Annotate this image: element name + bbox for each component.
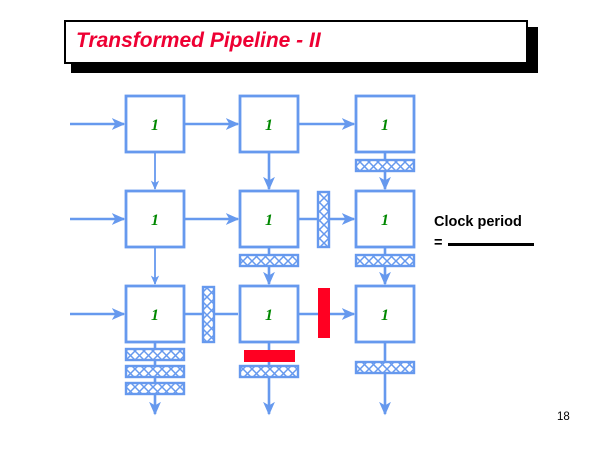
register-r3c3-out — [354, 360, 416, 375]
critical-marker-r3c2-out — [244, 350, 295, 362]
wire-layer — [70, 118, 391, 416]
node-n12[interactable]: 1 — [238, 94, 300, 154]
node-n31[interactable]: 1 — [124, 284, 186, 344]
critical-marker-r3c2-to-r3c3 — [318, 288, 330, 338]
node-label: 1 — [151, 117, 159, 134]
clock-period-label: Clock period — [434, 214, 522, 230]
page-number: 18 — [557, 411, 570, 423]
equals-sign: = — [434, 235, 443, 252]
register-r2c3-out — [354, 253, 416, 268]
node-n22[interactable]: 1 — [238, 189, 300, 249]
register-r3c1-out-3 — [124, 381, 186, 396]
node-label: 1 — [381, 212, 389, 229]
node-label: 1 — [381, 117, 389, 134]
page-title: Transformed Pipeline - II — [76, 29, 321, 52]
node-n32[interactable]: 1 — [238, 284, 300, 344]
node-label: 1 — [381, 307, 389, 324]
clock-period-annotation: Clock period = — [434, 214, 584, 251]
node-label: 1 — [151, 212, 159, 229]
clock-period-value-row: = — [434, 235, 584, 251]
title-banner: Transformed Pipeline - II — [64, 20, 528, 64]
node-n23[interactable]: 1 — [354, 189, 416, 249]
node-n21[interactable]: 1 — [124, 189, 186, 249]
register-r3c2-out — [238, 364, 300, 379]
register-r2c2-out — [238, 253, 300, 268]
register-r3c1-out-1 — [124, 347, 186, 362]
node-label: 1 — [265, 307, 273, 324]
node-label: 1 — [151, 307, 159, 324]
critical-path-marker-layer — [244, 288, 330, 362]
clock-period-blank[interactable] — [448, 242, 535, 246]
register-r2c2-to-r2c3 — [316, 190, 331, 249]
register-r1c3-out — [354, 158, 416, 173]
node-n33[interactable]: 1 — [354, 284, 416, 344]
node-n11[interactable]: 1 — [124, 94, 186, 154]
node-label: 1 — [265, 117, 273, 134]
register-r3c1-to-r3c2 — [201, 285, 216, 344]
node-n13[interactable]: 1 — [354, 94, 416, 154]
register-r3c1-out-2 — [124, 364, 186, 379]
node-label: 1 — [265, 212, 273, 229]
node-layer: 1 1 1 1 1 1 1 1 — [124, 94, 416, 344]
register-layer — [124, 158, 416, 396]
